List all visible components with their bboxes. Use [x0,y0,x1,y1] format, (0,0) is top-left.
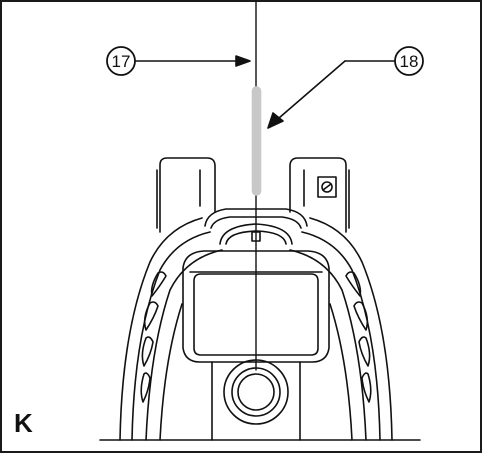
grip-ovals-right [345,271,372,403]
main-housing [119,217,393,441]
top-collar [204,208,308,245]
callout-18 [267,46,424,129]
highlighted-rod [251,86,262,196]
panel-label: K [14,408,33,438]
callout-17-label: 17 [112,52,131,71]
grip-ovals-left [140,271,167,403]
front-panel [182,250,330,441]
left-side-bracket [156,157,216,233]
right-side-bracket [289,157,350,233]
round-button [223,359,289,425]
callout-18-label: 18 [400,52,419,71]
callout-17 [106,46,251,76]
